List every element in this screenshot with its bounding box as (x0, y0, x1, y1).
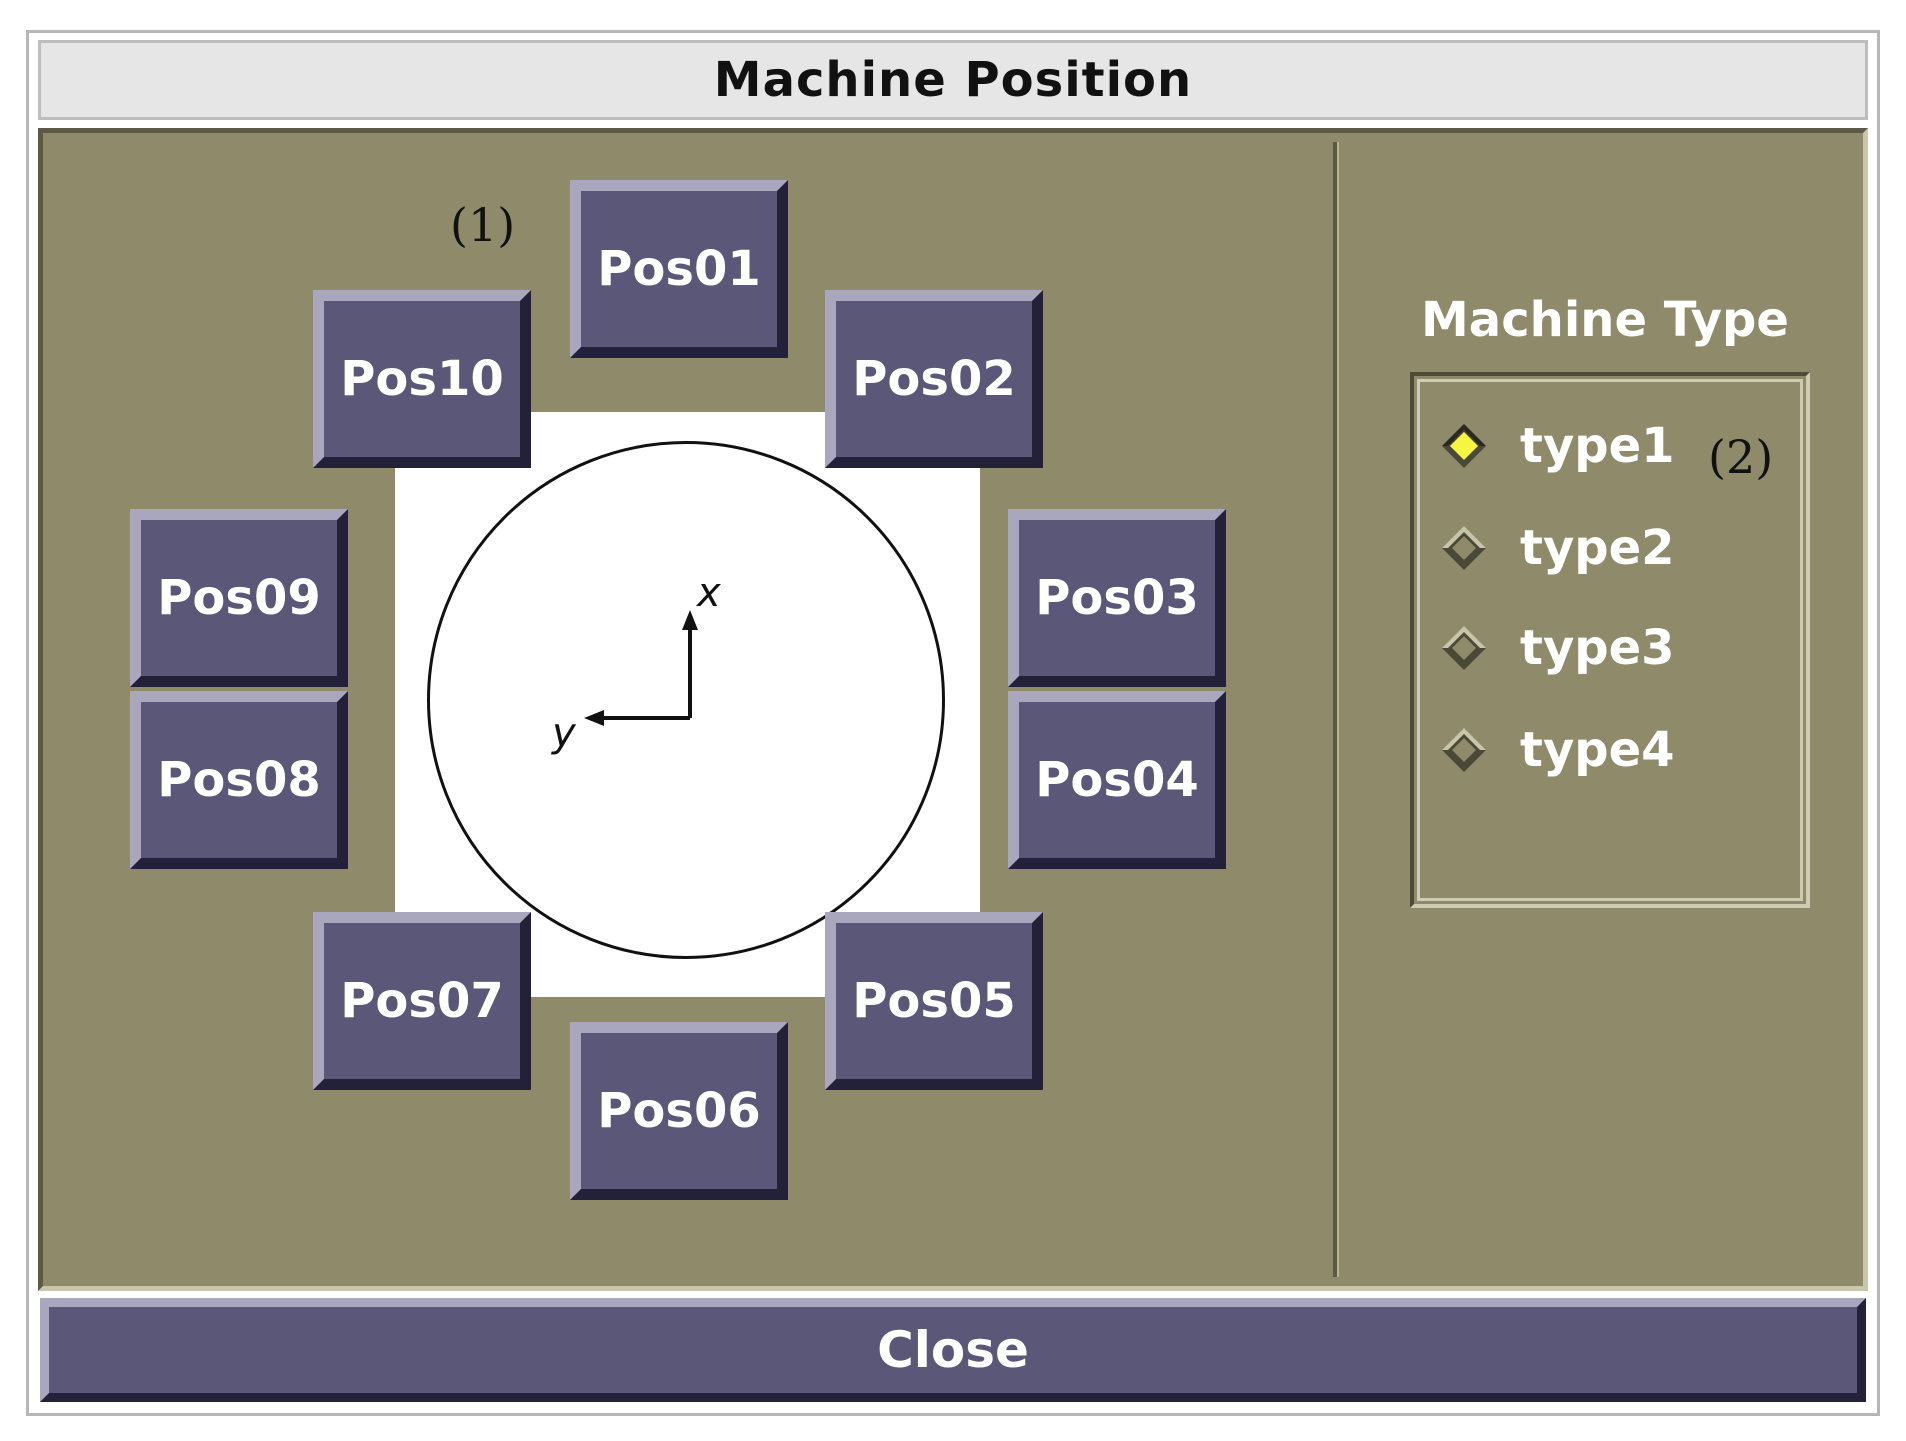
radio-type3[interactable]: type3 (1440, 608, 1675, 688)
y-axis-arrowhead (584, 710, 604, 726)
radio-unselected-icon (1442, 626, 1486, 670)
radio-type1[interactable]: type1 (1440, 406, 1675, 486)
pos05-button[interactable]: Pos05 (825, 912, 1043, 1090)
radio-type4[interactable]: type4 (1440, 710, 1675, 790)
radio-type4-label: type4 (1520, 722, 1675, 778)
radio-type2[interactable]: type2 (1440, 508, 1675, 588)
machine-type-group (1410, 372, 1810, 908)
radio-type1-label: type1 (1520, 418, 1675, 474)
window-title: Machine Position (38, 40, 1868, 120)
axis-diagram (584, 610, 698, 726)
pos04-button[interactable]: Pos04 (1008, 691, 1226, 869)
annotation-1: (1) (450, 198, 516, 252)
pos06-button[interactable]: Pos06 (570, 1022, 788, 1200)
pos10-button[interactable]: Pos10 (313, 290, 531, 468)
x-axis-arrowhead (682, 610, 698, 630)
pos01-button[interactable]: Pos01 (570, 180, 788, 358)
pos09-button[interactable]: Pos09 (130, 509, 348, 687)
radio-type3-label: type3 (1520, 620, 1675, 676)
machine-type-title: Machine Type (1421, 292, 1789, 348)
panel-divider (1333, 142, 1339, 1277)
pos02-button[interactable]: Pos02 (825, 290, 1043, 468)
close-button[interactable]: Close (40, 1298, 1866, 1402)
radio-unselected-icon (1442, 728, 1486, 772)
radio-type2-label: type2 (1520, 520, 1675, 576)
pos07-button[interactable]: Pos07 (313, 912, 531, 1090)
machine-circle (427, 441, 945, 959)
radio-selected-icon (1442, 424, 1486, 468)
pos03-button[interactable]: Pos03 (1008, 509, 1226, 687)
x-axis-label: x (697, 570, 721, 616)
annotation-2: (2) (1708, 430, 1774, 484)
radio-unselected-icon (1442, 526, 1486, 570)
y-axis-label: y (552, 710, 576, 756)
pos08-button[interactable]: Pos08 (130, 691, 348, 869)
